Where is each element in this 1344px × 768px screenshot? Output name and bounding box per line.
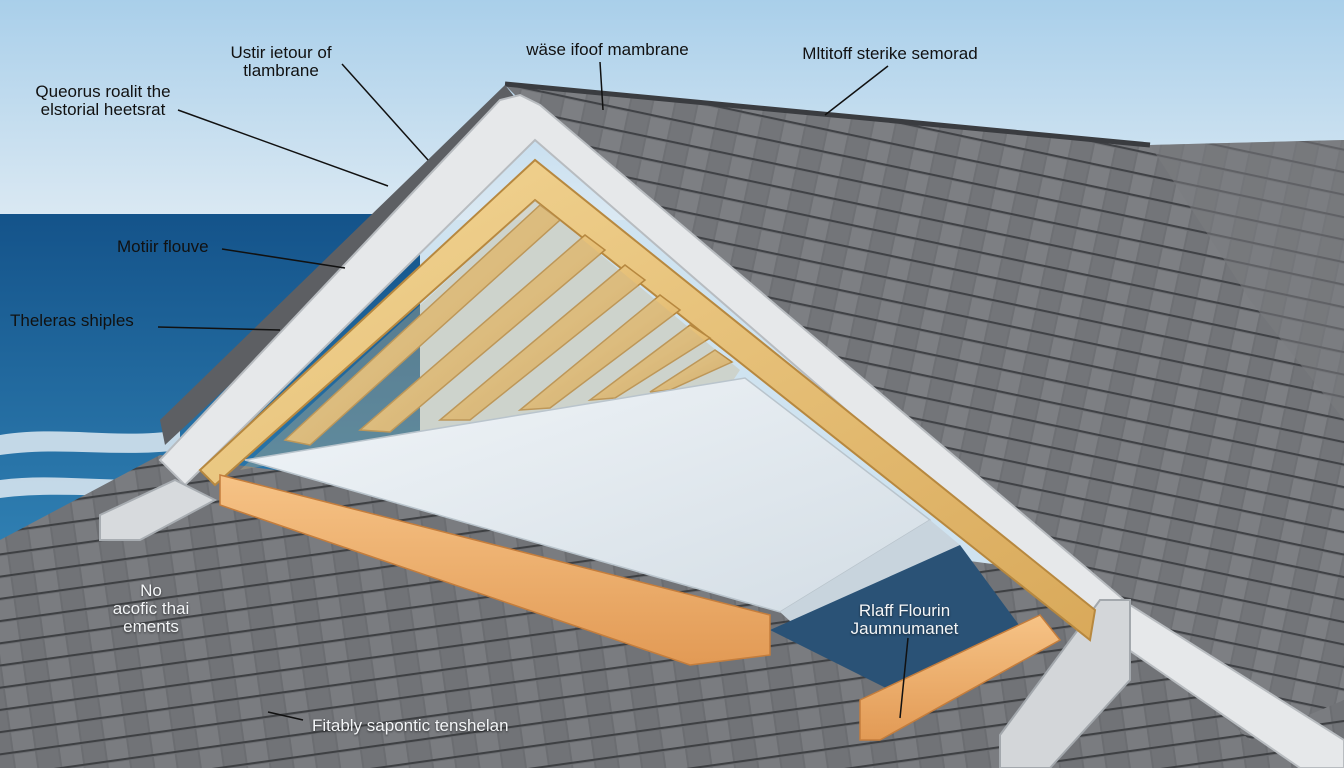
rafter-joists xyxy=(283,204,734,446)
left-eave-bracket xyxy=(99,478,218,541)
annotation-upper-left: Queorus roalit the elstorial heetsrat xyxy=(18,83,188,119)
annotation-bottom-left-line-3: ements xyxy=(123,617,179,636)
annotation-top-left-line-1: Ustir ietour of xyxy=(230,43,332,62)
membrane-edge xyxy=(780,520,960,630)
annotation-upper-left-line-1: Queorus roalit the xyxy=(35,82,171,101)
rafter-frame xyxy=(198,158,1097,642)
leader-lines xyxy=(157,61,909,721)
annotation-top-right: Mltitoff sterike semorad xyxy=(802,44,978,63)
annotation-upper-left-line-2: elstorial heetsrat xyxy=(40,100,166,119)
annotation-bottom-left-line-2: acofic thai xyxy=(112,599,190,618)
annotation-top-left-line-2: tlambrane xyxy=(243,61,319,80)
annotation-bottom-right: Rlaff Flourin Jaumnumanet xyxy=(842,602,967,638)
annotation-top-left: Ustir ietour of tlambrane xyxy=(212,44,350,80)
annotation-bottom-right-line-1: Rlaff Flourin xyxy=(858,601,951,620)
right-eave-bracket xyxy=(999,599,1131,768)
sill-beam xyxy=(219,474,771,666)
annotation-bottom-center: Fitably sapontic tenshelan xyxy=(312,716,509,735)
annotation-bottom-left: No acofic thai ements xyxy=(95,582,207,636)
annotation-lower-left: Theleras shiples xyxy=(10,311,134,330)
main-roof-shingles xyxy=(505,85,1344,740)
annotation-bottom-right-line-2: Jaumnumanet xyxy=(850,619,959,638)
annotation-top-center: wäse ifoof mambrane xyxy=(526,40,689,59)
far-roof-shingles xyxy=(1150,140,1344,420)
roof-ridge xyxy=(504,81,1151,148)
annotation-bottom-left-line-1: No xyxy=(140,581,162,600)
annotation-mid-left: Motiir flouve xyxy=(117,237,209,256)
gable-fascia-trim xyxy=(158,93,1344,768)
corner-beam xyxy=(859,614,1062,741)
